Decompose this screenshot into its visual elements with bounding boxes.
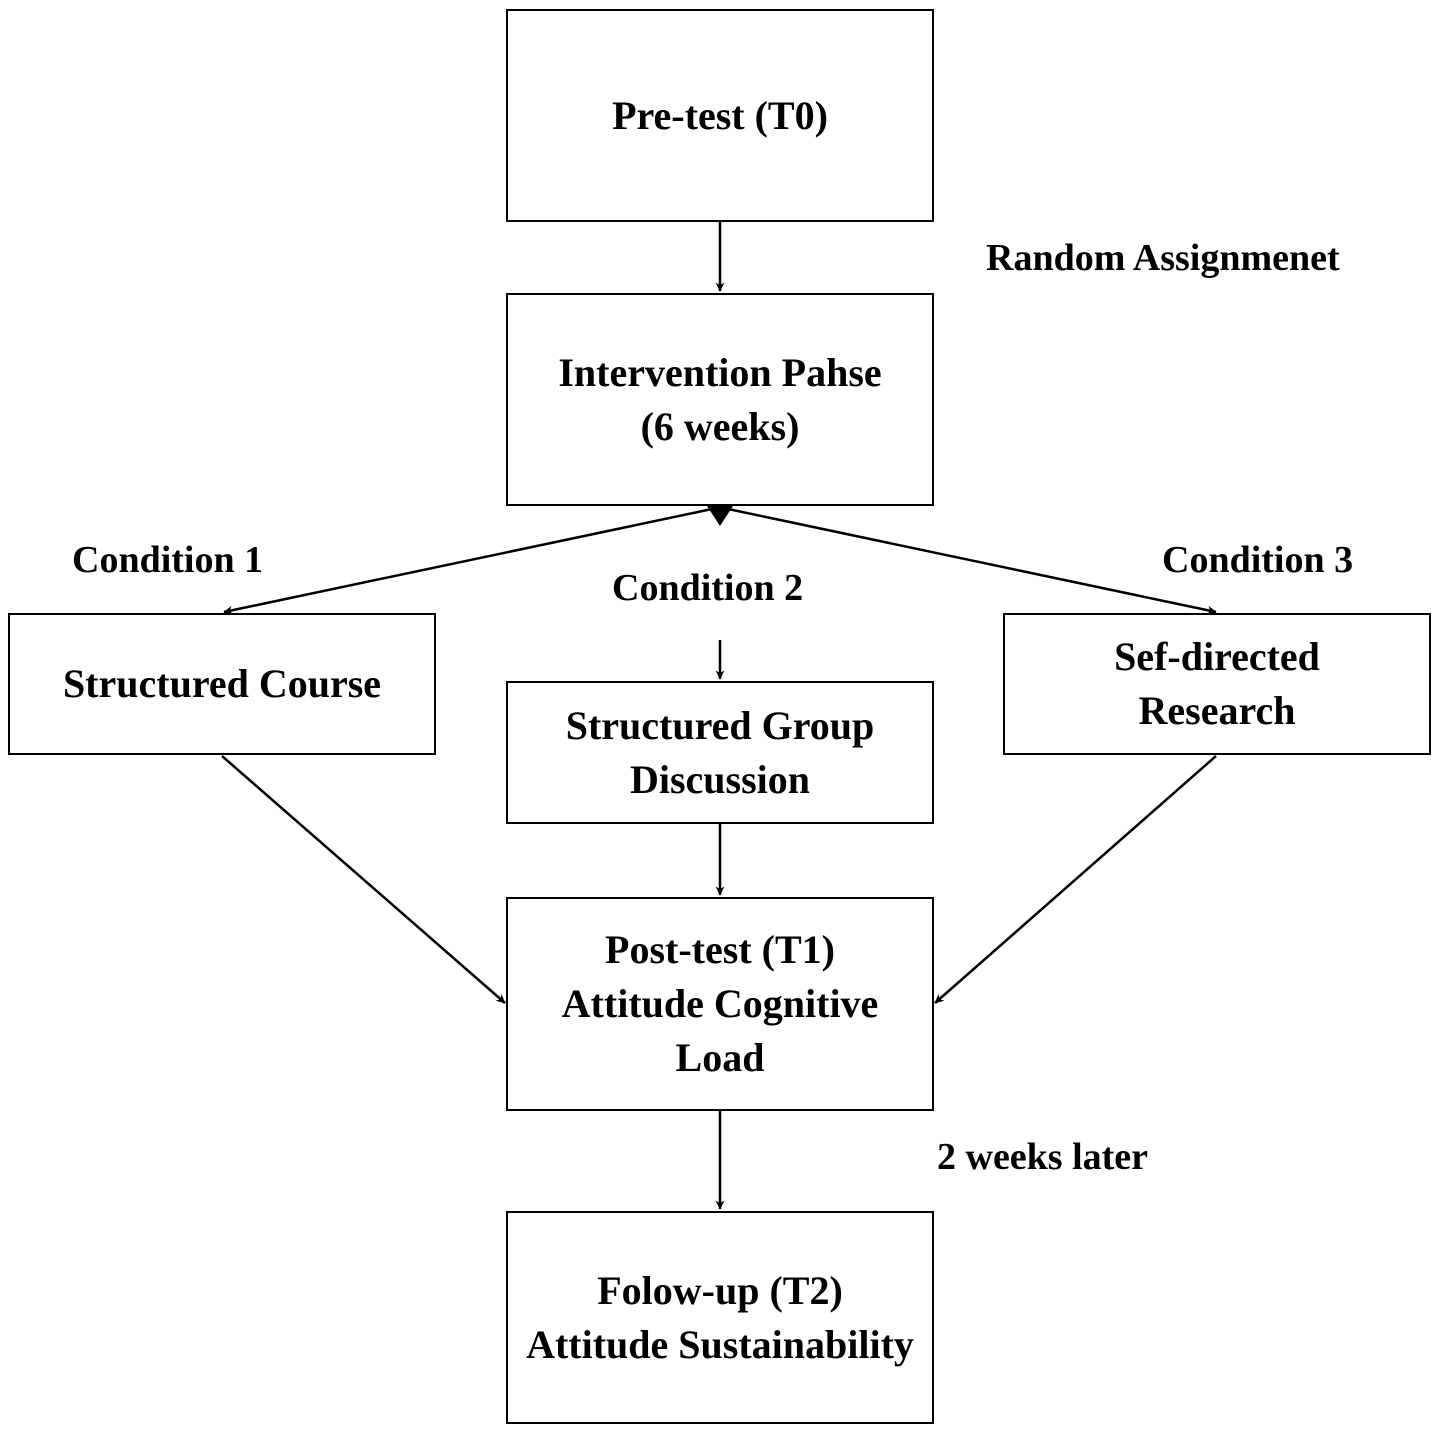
- self-directed-line-1: Sef-directed: [1114, 634, 1320, 679]
- posttest-line-3: Load: [675, 1035, 765, 1080]
- group-discussion-line-2: Discussion: [629, 756, 811, 802]
- intervention-line-2: (6 weeks): [640, 403, 800, 449]
- self-directed-line-2: Research: [1138, 688, 1296, 733]
- group-discussion-line-1: Structured Group: [565, 702, 875, 748]
- self-directed-box: Sef-directed Research: [1003, 613, 1431, 755]
- posttest-line-1: Post-test (T1): [605, 927, 835, 972]
- structured-course-line-1: Structured Course: [62, 661, 382, 706]
- arrow-intervention-to-self-directed: [727, 507, 1217, 615]
- posttest-box: Post-test (T1) Attitude Cognitive Load: [506, 897, 934, 1111]
- intervention-split-arrowhead: [707, 506, 733, 526]
- intervention-line-1: Intervention Pahse: [558, 349, 882, 395]
- structured-course-box: Structured Course: [8, 613, 436, 755]
- condition-3-label: Condition 3: [1162, 539, 1354, 581]
- arrow-intervention-to-structured-course: [223, 507, 713, 615]
- followup-line-2: Attitude Sustainability: [526, 1321, 914, 1367]
- delay-label: 2 weeks later: [937, 1136, 1149, 1178]
- posttest-line-2: Attitude Cognitive: [561, 981, 879, 1026]
- random-assignment-label: Random Assignmenet: [986, 237, 1340, 279]
- followup-box: Folow-up (T2) Attitude Sustainability: [506, 1211, 934, 1424]
- pretest-line-1: Pre-test (T0): [612, 92, 828, 138]
- followup-line-1: Folow-up (T2): [597, 1267, 843, 1313]
- pretest-box: Pre-test (T0): [506, 9, 934, 222]
- arrow-self-directed-to-posttest: [934, 755, 1217, 1004]
- arrow-structured-course-to-posttest: [221, 755, 506, 1004]
- intervention-box: Intervention Pahse (6 weeks): [506, 293, 934, 506]
- condition-1-label: Condition 1: [72, 539, 264, 581]
- group-discussion-box: Structured Group Discussion: [506, 681, 934, 824]
- condition-2-label: Condition 2: [612, 567, 804, 609]
